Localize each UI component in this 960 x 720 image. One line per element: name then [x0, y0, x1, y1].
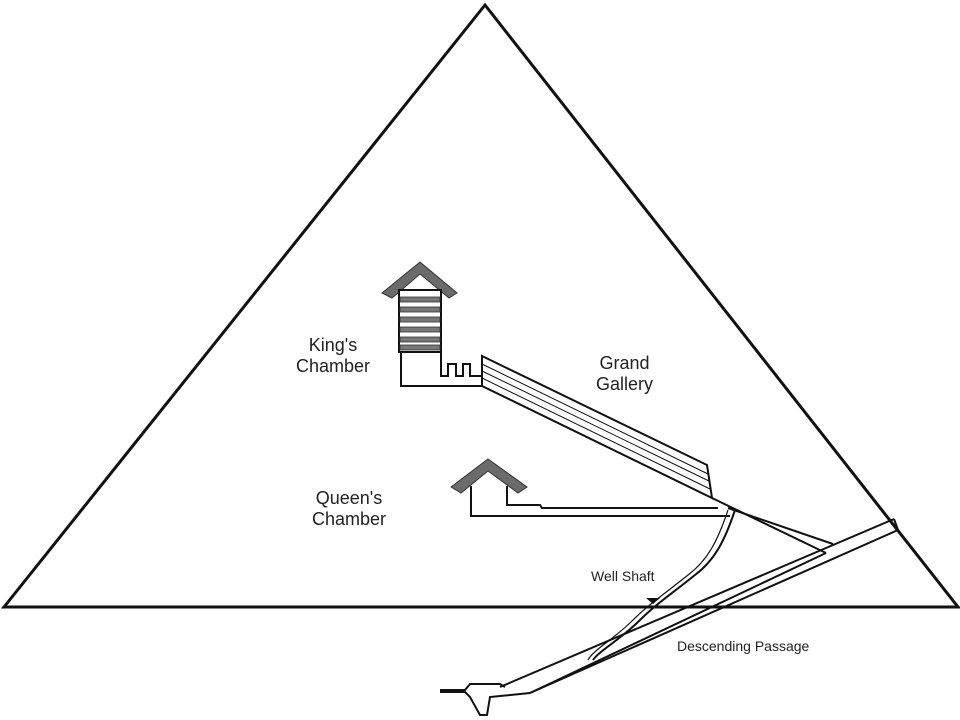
relieving-chamber-layers [399, 296, 441, 351]
subterranean-chamber [440, 683, 531, 716]
queens-chamber-structure [450, 458, 730, 517]
label-well-shaft: Well Shaft [591, 568, 655, 584]
queens-chamber-room [470, 486, 730, 517]
ascending-passage [711, 497, 834, 554]
label-descending-passage: Descending Passage [677, 638, 810, 654]
kings-chamber-room [400, 352, 482, 387]
label-queens-chamber-line1: Queen's [315, 488, 383, 508]
label-grand-gallery: Grand Gallery [596, 353, 653, 394]
antechamber [440, 352, 482, 377]
label-kings-chamber: King's Chamber [296, 335, 370, 376]
grand-gallery-structure [481, 354, 714, 500]
kings-chamber-structure [381, 261, 482, 387]
label-queens-chamber: Queen's Chamber [312, 488, 386, 529]
label-kings-chamber-line1: King's [308, 335, 358, 355]
queens-chamber-roof [450, 458, 528, 494]
well-shaft [587, 509, 736, 661]
queens-chamber-passage [506, 486, 718, 509]
label-grand-gallery-line2: Gallery [596, 373, 654, 394]
label-grand-gallery-line1: Grand [599, 353, 650, 373]
descending-passage [499, 518, 899, 694]
label-kings-chamber-line2: Chamber [296, 355, 371, 376]
label-queens-chamber-line2: Chamber [312, 508, 387, 529]
